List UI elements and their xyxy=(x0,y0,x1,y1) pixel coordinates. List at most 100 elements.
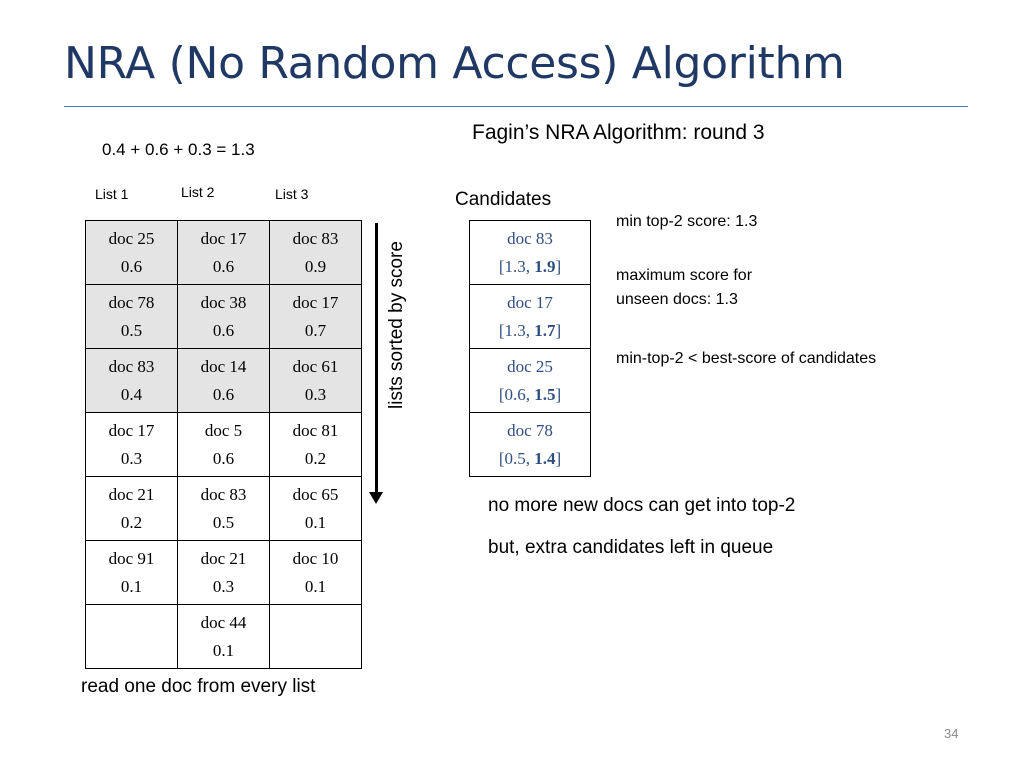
arrow-down-icon xyxy=(369,492,383,504)
lower-bound: 0.5 xyxy=(504,448,526,468)
bracket-open: [ xyxy=(498,320,505,340)
doc-score: 0.6 xyxy=(120,256,143,276)
doc-id: doc 65 xyxy=(292,484,339,504)
doc-id: doc 25 xyxy=(108,228,155,248)
lower-bound: 0.6 xyxy=(504,384,526,404)
bound-separator: , xyxy=(525,256,535,276)
list-cell: doc 38 0.6 xyxy=(177,284,270,349)
list-header-3: List 3 xyxy=(275,186,309,202)
list-cell: doc 17 0.3 xyxy=(85,412,178,477)
upper-bound: 1.7 xyxy=(534,320,556,340)
candidates-table: doc 83[1.3, 1.9]doc 17[1.3, 1.7]doc 25[0… xyxy=(469,220,591,477)
candidate-doc: doc 17 xyxy=(507,292,553,312)
list-cell: doc 25 0.6 xyxy=(85,220,178,285)
doc-score: 0.5 xyxy=(120,320,143,340)
doc-id: doc 83 xyxy=(292,228,339,248)
candidate-cell: doc 17 [1.3, 1.7] xyxy=(469,284,591,349)
list-cell: doc 44 0.1 xyxy=(177,604,270,669)
list-cell: doc 83 0.5 xyxy=(177,476,270,541)
bracket-close: ] xyxy=(555,448,562,468)
doc-score: 0.6 xyxy=(212,448,235,468)
doc-id: doc 21 xyxy=(108,484,155,504)
bracket-open: [ xyxy=(498,256,505,276)
candidate-bounds: [0.6, 1.5] xyxy=(470,381,590,409)
doc-id: doc 83 xyxy=(200,484,247,504)
doc-score: 0.9 xyxy=(304,256,327,276)
list-cell xyxy=(85,604,178,669)
candidate-doc: doc 25 xyxy=(507,356,553,376)
doc-score: 0.4 xyxy=(120,384,143,404)
list-row: doc 83 0.4 doc 14 0.6 doc 61 0.3 xyxy=(85,348,362,413)
candidate-cell: doc 78[0.5, 1.4] xyxy=(469,412,591,477)
doc-id: doc 61 xyxy=(292,356,339,376)
bound-separator: , xyxy=(525,448,535,468)
read-step-note: read one doc from every list xyxy=(81,676,316,697)
round-heading: Fagin’s NRA Algorithm: round 3 xyxy=(472,121,765,144)
bracket-close: ] xyxy=(555,256,562,276)
doc-score: 0.2 xyxy=(120,512,143,532)
max-unseen-note: maximum score for unseen docs: 1.3 xyxy=(616,264,752,312)
extra-candidates-note: but, extra candidates left in queue xyxy=(488,537,774,558)
doc-score: 0.1 xyxy=(212,640,235,660)
list-header-2: List 2 xyxy=(181,184,215,200)
bound-separator: , xyxy=(525,384,535,404)
doc-score: 0.1 xyxy=(120,576,143,596)
candidate-row: doc 25 [0.6, 1.5] xyxy=(469,348,591,413)
list-cell: doc 5 0.6 xyxy=(177,412,270,477)
min-top2-note: min top-2 score: 1.3 xyxy=(616,213,758,230)
slide-number: 34 xyxy=(944,726,959,741)
doc-score: 0.3 xyxy=(304,384,327,404)
doc-score: 0.5 xyxy=(212,512,235,532)
title-divider xyxy=(64,106,968,107)
doc-id: doc 91 xyxy=(108,548,155,568)
upper-bound: 1.9 xyxy=(534,256,556,276)
doc-score: 0.3 xyxy=(212,576,235,596)
doc-id: doc 14 xyxy=(200,356,247,376)
doc-id: doc 17 xyxy=(292,292,339,312)
doc-id: doc 83 xyxy=(108,356,155,376)
candidate-doc: doc 83 xyxy=(507,228,553,248)
list-header-1: List 1 xyxy=(95,186,129,202)
bracket-open: [ xyxy=(498,448,505,468)
score-equation: 0.4 + 0.6 + 0.3 = 1.3 xyxy=(102,140,255,159)
list-cell xyxy=(269,604,362,669)
doc-score: 0.7 xyxy=(304,320,327,340)
doc-id: doc 10 xyxy=(292,548,339,568)
max-unseen-note-line2: unseen docs: 1.3 xyxy=(616,291,738,308)
bracket-close: ] xyxy=(555,384,562,404)
list-cell: doc 21 0.2 xyxy=(85,476,178,541)
candidate-doc: doc 78 xyxy=(507,420,553,440)
doc-score: 0.3 xyxy=(120,448,143,468)
bound-separator: , xyxy=(525,320,535,340)
doc-id: doc 44 xyxy=(200,612,247,632)
doc-id: doc 21 xyxy=(200,548,247,568)
doc-id: doc 17 xyxy=(108,420,155,440)
candidate-bounds: [0.5, 1.4] xyxy=(470,445,590,473)
lower-bound: 1.3 xyxy=(504,320,526,340)
comparison-note: min-top-2 < best-score of candidates xyxy=(616,350,877,367)
list-cell: doc 91 0.1 xyxy=(85,540,178,605)
candidates-heading: Candidates xyxy=(455,189,552,210)
doc-id: doc 38 xyxy=(200,292,247,312)
doc-score: 0.6 xyxy=(212,320,235,340)
bracket-open: [ xyxy=(498,384,505,404)
candidate-bounds: [1.3, 1.7] xyxy=(470,317,590,345)
max-unseen-note-line1: maximum score for xyxy=(616,267,753,284)
list-cell: doc 21 0.3 xyxy=(177,540,270,605)
doc-score: 0.6 xyxy=(212,256,235,276)
doc-score: 0.6 xyxy=(212,384,235,404)
list-cell: doc 14 0.6 xyxy=(177,348,270,413)
list-cell: doc 61 0.3 xyxy=(269,348,362,413)
candidate-row: doc 78[0.5, 1.4] xyxy=(469,412,591,477)
doc-id: doc 17 xyxy=(200,228,247,248)
upper-bound: 1.4 xyxy=(534,448,556,468)
candidate-row: doc 83[1.3, 1.9] xyxy=(469,220,591,285)
doc-id: doc 5 xyxy=(204,420,243,440)
